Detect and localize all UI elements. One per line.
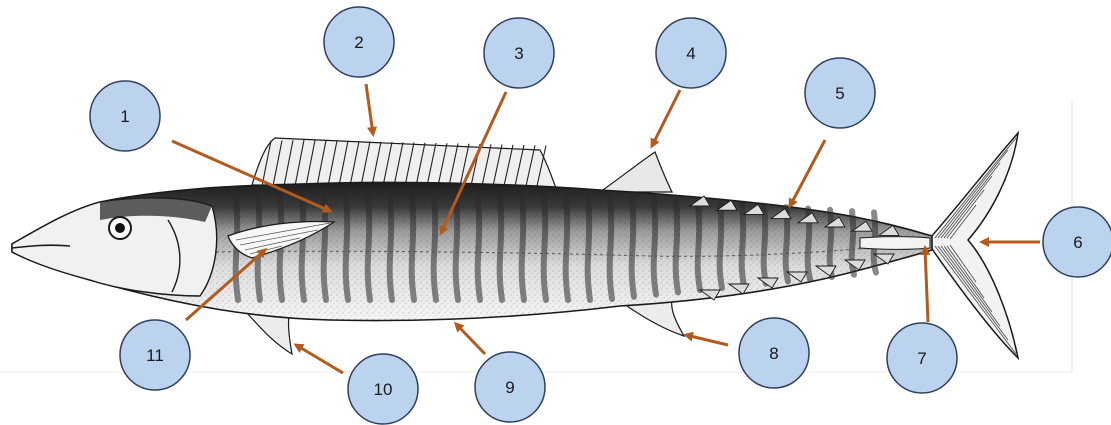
body-stripe	[610, 197, 612, 299]
label-7: 7	[887, 323, 957, 393]
svg-text:10: 10	[374, 380, 393, 399]
body-stripe	[368, 196, 370, 300]
label-11: 11	[120, 320, 190, 390]
arrow-4	[652, 90, 680, 146]
label-4: 4	[656, 18, 726, 88]
svg-text:3: 3	[514, 44, 523, 63]
caudal-keel	[860, 237, 930, 250]
body-stripe	[324, 196, 326, 300]
label-8: 8	[739, 318, 809, 388]
svg-text:8: 8	[769, 344, 778, 363]
body-stripe	[676, 201, 678, 293]
body-stripe	[478, 196, 480, 300]
arrow-10	[296, 345, 343, 373]
arrow-8	[686, 335, 728, 345]
arrow-2	[366, 84, 373, 134]
svg-text:2: 2	[354, 33, 363, 52]
body-stripe	[302, 196, 304, 300]
body-stripe	[698, 202, 700, 290]
body-stripe	[456, 196, 458, 300]
body-stripe	[654, 199, 656, 294]
body-stripe	[544, 196, 546, 300]
label-2: 2	[324, 7, 394, 77]
first-dorsal-fin	[252, 138, 556, 188]
body-stripe	[412, 196, 414, 300]
second-dorsal-fin	[600, 152, 672, 192]
label-9: 9	[475, 352, 545, 422]
label-1: 1	[90, 81, 160, 151]
svg-text:5: 5	[835, 84, 844, 103]
caudal-fin	[930, 133, 1018, 358]
body-stripe	[522, 196, 524, 300]
svg-text:11: 11	[146, 346, 164, 365]
label-5: 5	[805, 58, 875, 128]
body-stripe	[720, 203, 722, 288]
svg-text:9: 9	[505, 378, 514, 397]
label-3: 3	[484, 18, 554, 88]
body-stripe	[588, 196, 590, 300]
arrow-9	[456, 324, 485, 354]
arrow-7	[925, 248, 928, 322]
body-stripe	[566, 196, 568, 300]
body-stripe	[742, 205, 744, 286]
body-stripe	[390, 196, 392, 300]
body-stripe	[632, 198, 634, 297]
svg-text:7: 7	[917, 349, 926, 368]
body-stripe	[500, 196, 502, 300]
body-stripe	[434, 196, 436, 300]
body-stripe	[346, 196, 348, 300]
body-stripe	[764, 206, 766, 284]
svg-text:1: 1	[120, 107, 129, 126]
eye	[109, 217, 131, 239]
arrow-5	[790, 140, 825, 206]
label-6: 6	[1043, 207, 1111, 277]
svg-text:4: 4	[686, 44, 695, 63]
label-10: 10	[348, 354, 418, 424]
svg-text:6: 6	[1073, 233, 1082, 252]
